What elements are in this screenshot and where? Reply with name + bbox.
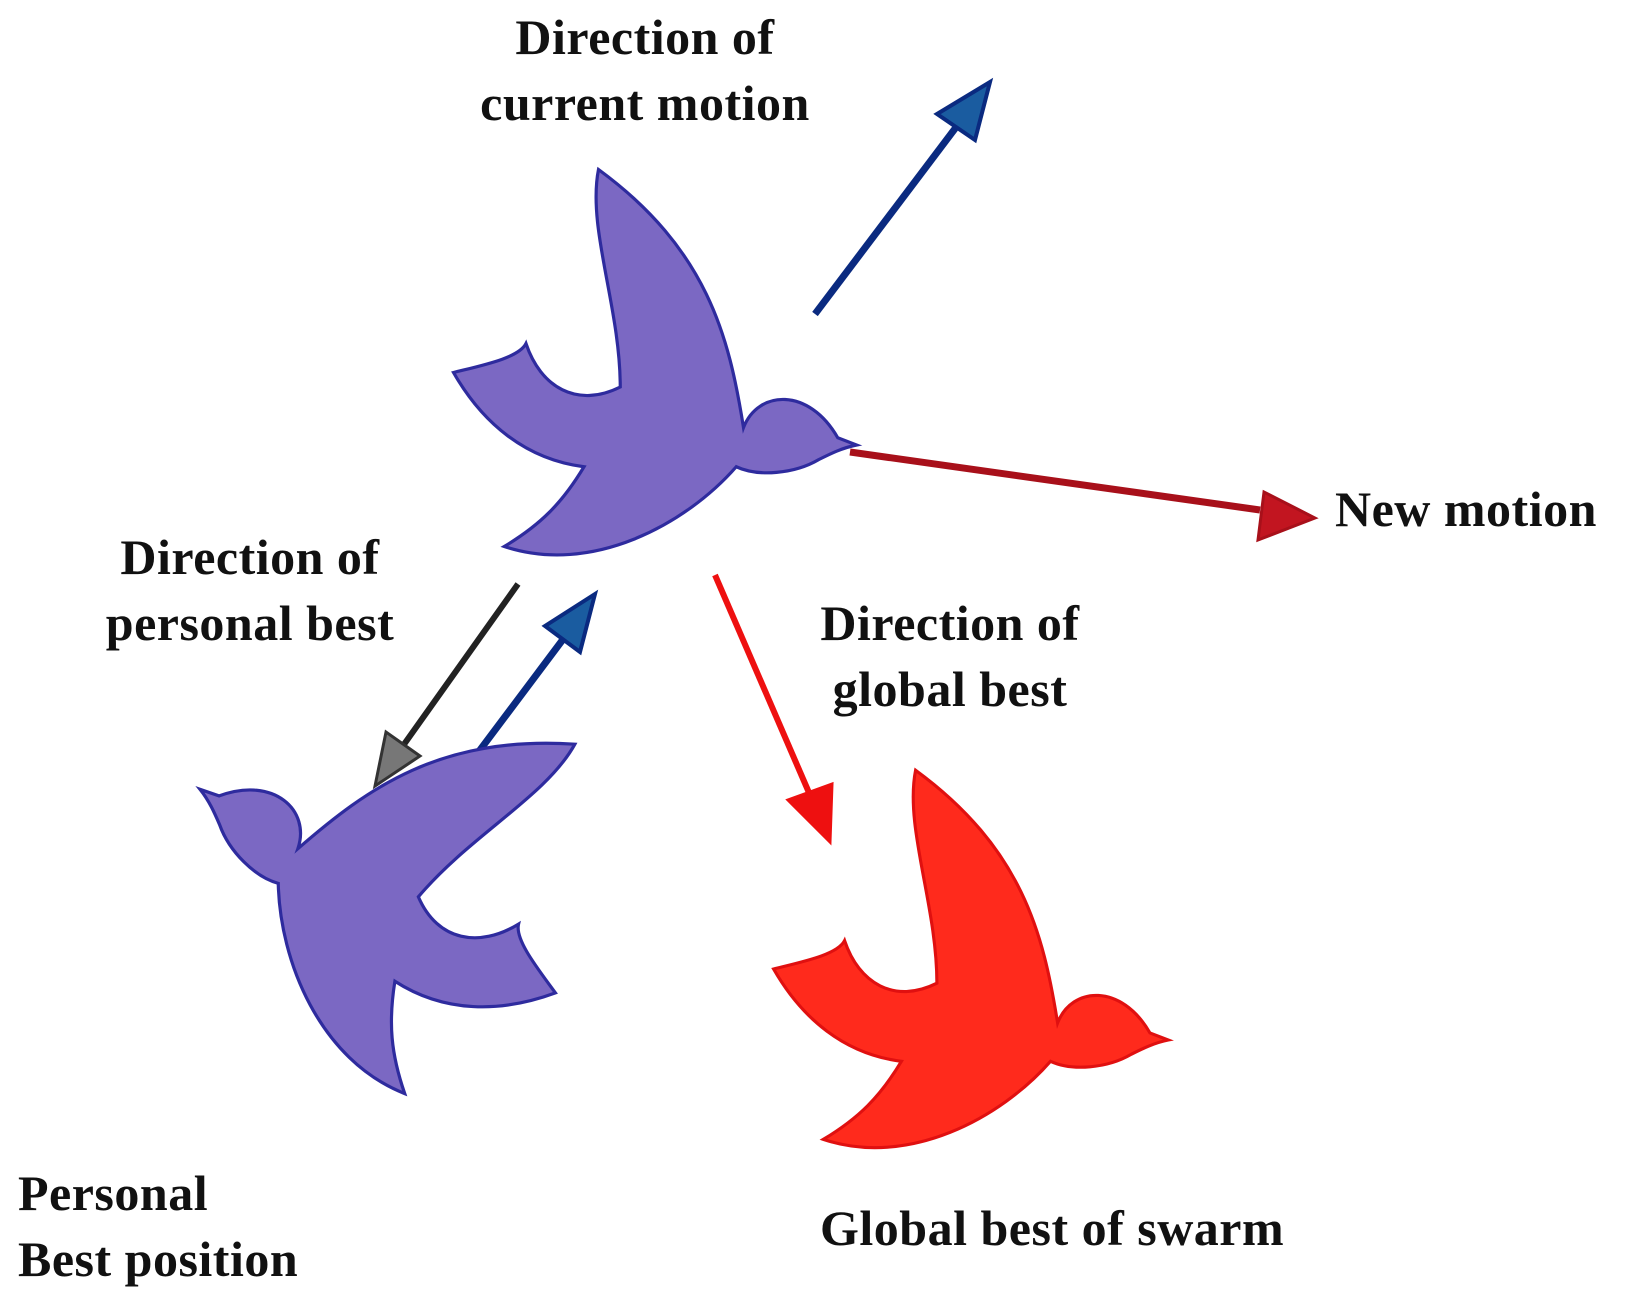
global-best-swarm-text: Global best of swarm [820, 1200, 1285, 1256]
personal-best-direction-label: Direction of personal best [60, 524, 440, 656]
global-best-direction-label: Direction of global best [785, 590, 1115, 722]
current-motion-arrow [812, 77, 994, 317]
personal-best-direction-line1: Direction of [120, 529, 380, 585]
global-best-arrowhead [785, 781, 834, 846]
current-motion-arrowhead [933, 77, 994, 144]
new-motion-label-text: New motion [1335, 481, 1597, 537]
global-best-bird [772, 768, 1170, 1150]
personal-best-arrowhead [372, 729, 423, 790]
personal-best-return-arrowhead [541, 589, 599, 656]
personal-best-bird [127, 576, 688, 1135]
current-motion-label-line1: Direction of [515, 9, 775, 65]
current-motion-label-line2: current motion [480, 75, 810, 131]
global-best-arrow [712, 573, 834, 846]
global-best-swarm-label: Global best of swarm [820, 1195, 1284, 1261]
current-motion-label: Direction of current motion [455, 4, 835, 136]
personal-best-direction-line2: personal best [105, 595, 395, 651]
global-best-direction-line1: Direction of [820, 595, 1080, 651]
personal-best-position-label: Personal Best position [18, 1160, 298, 1292]
personal-best-position-line2: Best position [18, 1231, 299, 1287]
personal-best-arrow [372, 582, 521, 790]
new-motion-label: New motion [1335, 476, 1597, 542]
new-motion-arrowhead [1256, 489, 1319, 543]
current-particle-bird [451, 167, 859, 557]
personal-best-position-line1: Personal [18, 1165, 209, 1221]
new-motion-arrow [849, 448, 1319, 543]
global-best-direction-line2: global best [832, 661, 1068, 717]
